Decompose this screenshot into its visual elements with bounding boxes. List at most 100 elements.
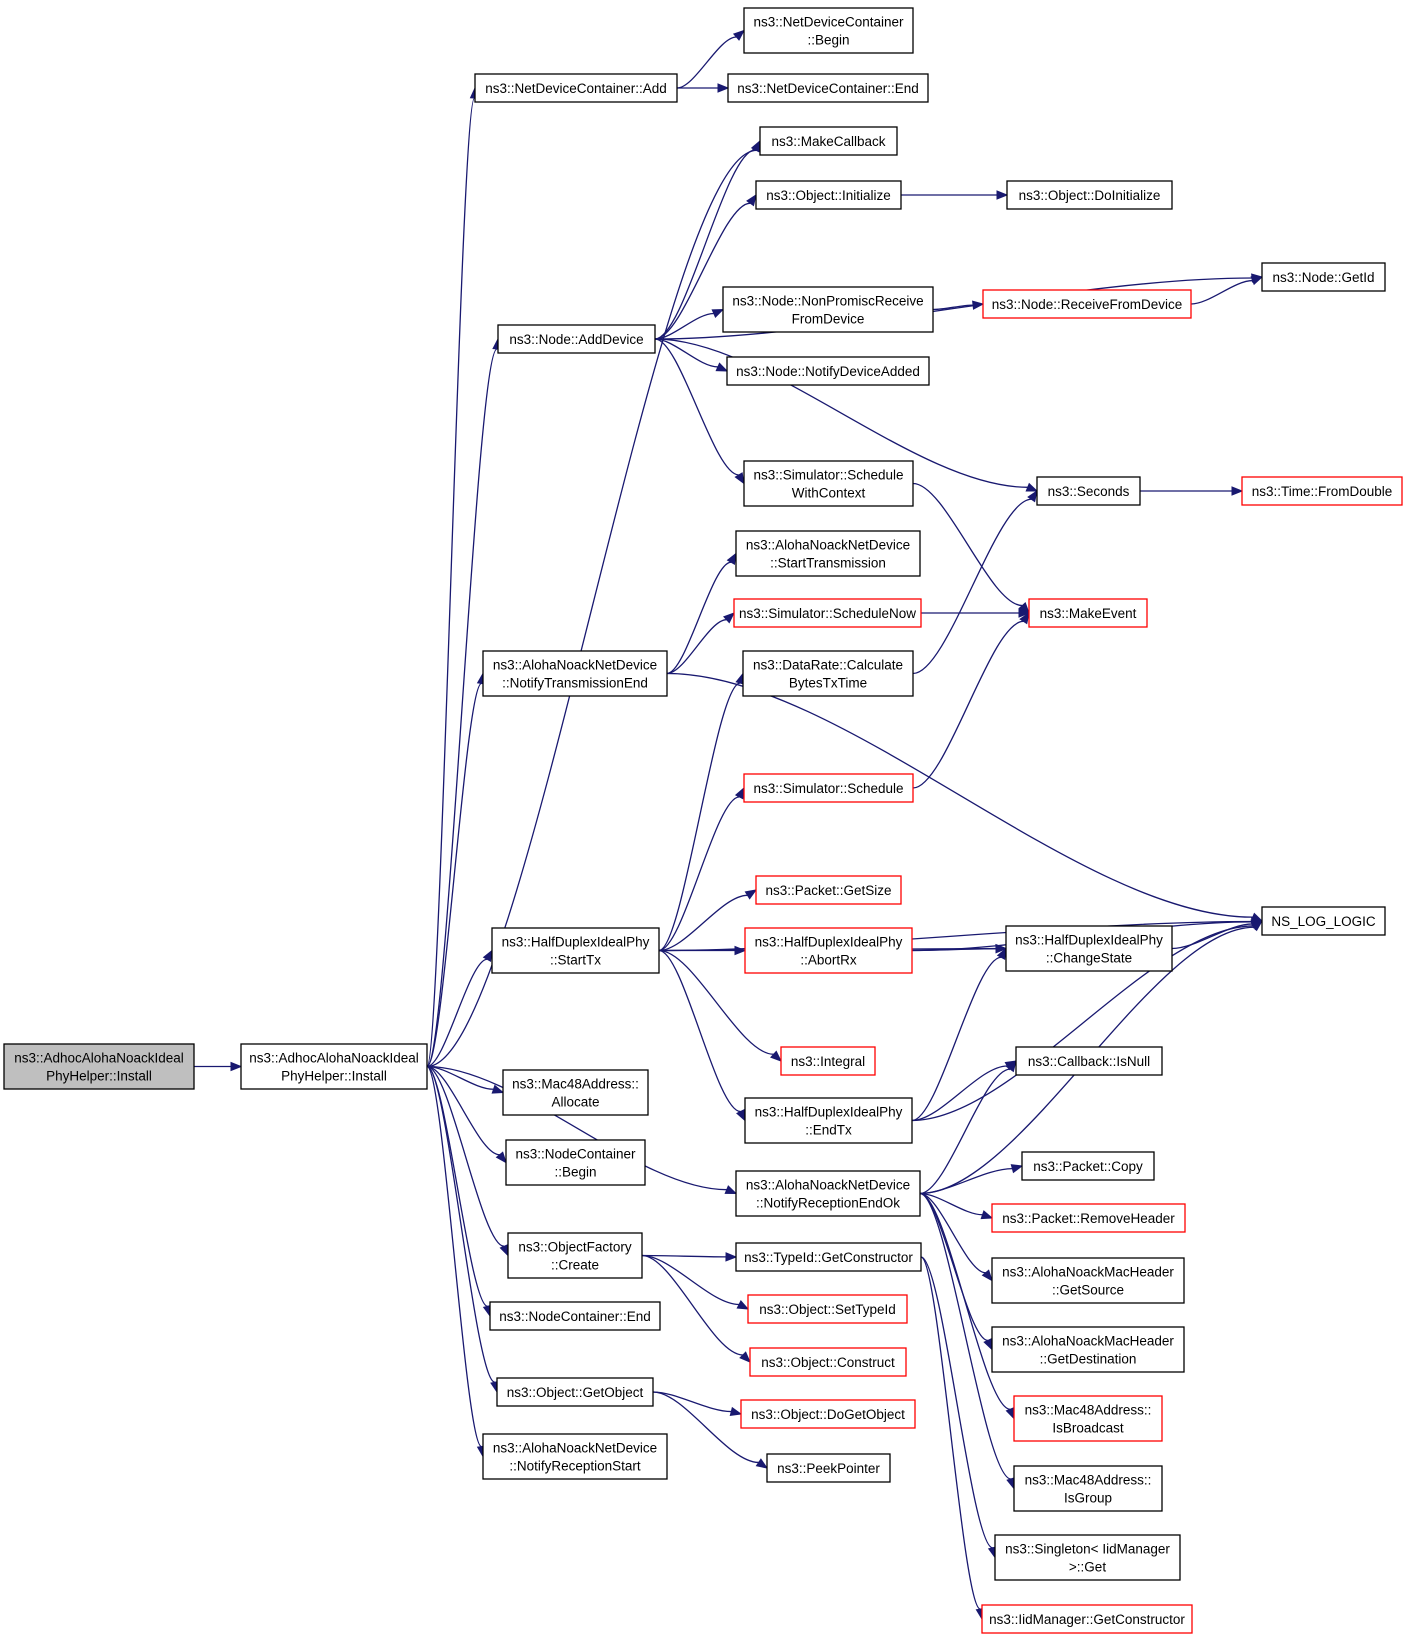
node-sim-schednow[interactable]: ns3::Simulator::ScheduleNow — [733, 598, 922, 628]
node-label: ns3::Simulator::ScheduleNow — [739, 606, 916, 621]
node-anmh-getdest[interactable]: ns3::AlohaNoackMacHeader::GetDestination — [991, 1326, 1185, 1373]
node-hdip-changestate[interactable]: ns3::HalfDuplexIdealPhy::ChangeState — [1005, 925, 1173, 972]
edge-seconds-to-time-fromdouble — [1139, 486, 1244, 496]
node-box — [1261, 906, 1386, 936]
node-box — [496, 1377, 654, 1407]
node-box — [1028, 598, 1148, 628]
node-of-create[interactable]: ns3::ObjectFactory::Create — [507, 1232, 643, 1279]
node-box — [982, 289, 1192, 319]
node-hdip-abortrx[interactable]: ns3::HalfDuplexIdealPhy::AbortRx — [744, 927, 913, 974]
node-nc-begin[interactable]: ns3::NodeContainer::Begin — [505, 1139, 646, 1186]
node-label: ::ChangeState — [1046, 951, 1132, 966]
node-label: ns3::AlohaNoackMacHeader — [1002, 1265, 1174, 1280]
node-obj-settypeid[interactable]: ns3::Object::SetTypeId — [747, 1294, 908, 1324]
node-node-notifyadded[interactable]: ns3::Node::NotifyDeviceAdded — [726, 356, 930, 386]
edge-node-adddevice-to-node-notifyadded — [654, 338, 729, 372]
node-packet-copy[interactable]: ns3::Packet::Copy — [1021, 1151, 1155, 1181]
node-label: ns3::Singleton< IidManager — [1005, 1542, 1170, 1557]
node-nc-end[interactable]: ns3::NodeContainer::End — [489, 1301, 661, 1331]
node-label: ns3::HalfDuplexIdealPhy — [755, 935, 903, 950]
node-anc-starttx[interactable]: ns3::AlohaNoackNetDevice::StartTransmiss… — [735, 530, 921, 577]
node-install[interactable]: ns3::AdhocAlohaNoackIdealPhyHelper::Inst… — [240, 1043, 428, 1090]
node-box — [755, 180, 902, 210]
node-anc-notifytxend[interactable]: ns3::AlohaNoackNetDevice::NotifyTransmis… — [482, 650, 668, 697]
node-obj-doinit[interactable]: ns3::Object::DoInitialize — [1006, 180, 1173, 210]
node-mac48-isbcast[interactable]: ns3::Mac48Address::IsBroadcast — [1013, 1395, 1163, 1442]
node-box — [755, 875, 902, 905]
edge-of-create-to-obj-construct — [641, 1254, 751, 1363]
node-label: ns3::Object::DoInitialize — [1019, 188, 1161, 203]
edge-hdip-endtx-to-hdip-changestate — [911, 947, 1007, 1122]
node-anc-notifyrxok[interactable]: ns3::AlohaNoackNetDevice::NotifyReceptio… — [735, 1170, 921, 1217]
node-packet-removeheader[interactable]: ns3::Packet::RemoveHeader — [991, 1203, 1186, 1233]
node-box — [747, 1294, 908, 1324]
node-obj-dogetobject[interactable]: ns3::Object::DoGetObject — [740, 1399, 916, 1429]
node-packet-getsize[interactable]: ns3::Packet::GetSize — [755, 875, 902, 905]
edge-anc-notifyrxok-to-anmh-getsource — [919, 1192, 993, 1282]
node-sim-schedule[interactable]: ns3::Simulator::Schedule — [743, 773, 914, 803]
node-cb-isnull[interactable]: ns3::Callback::IsNull — [1015, 1046, 1163, 1076]
node-ndc-add[interactable]: ns3::NetDeviceContainer::Add — [474, 73, 678, 103]
node-makecallback[interactable]: ns3::MakeCallback — [759, 126, 898, 156]
node-anc-notifyrxstart[interactable]: ns3::AlohaNoackNetDevice::NotifyReceptio… — [482, 1433, 668, 1480]
node-label: ns3::Object::DoGetObject — [751, 1407, 905, 1422]
node-label: ns3::Simulator::Schedule — [753, 781, 903, 796]
node-label: ns3::MakeEvent — [1040, 606, 1137, 621]
node-node-recvfrom[interactable]: ns3::Node::ReceiveFromDevice — [982, 289, 1192, 319]
node-box — [744, 927, 913, 974]
node-time-fromdouble[interactable]: ns3::Time::FromDouble — [1241, 476, 1403, 506]
node-label: ::AbortRx — [800, 953, 857, 968]
node-ns-log-logic[interactable]: NS_LOG_LOGIC — [1261, 906, 1386, 936]
node-box — [735, 1242, 922, 1272]
node-label: ns3::Mac48Address:: — [1025, 1473, 1152, 1488]
node-box — [482, 650, 668, 697]
node-label: ns3::Node::ReceiveFromDevice — [992, 297, 1183, 312]
edge-node-adddevice-to-sim-schedctx — [654, 338, 745, 485]
node-integral[interactable]: ns3::Integral — [780, 1046, 876, 1076]
node-iidmgr-getctor[interactable]: ns3::IidManager::GetConstructor — [981, 1604, 1193, 1634]
node-label: ::EndTx — [805, 1123, 852, 1138]
node-ndc-begin[interactable]: ns3::NetDeviceContainer::Begin — [743, 7, 914, 54]
node-label: NS_LOG_LOGIC — [1271, 914, 1376, 929]
node-label: ::GetSource — [1052, 1283, 1124, 1298]
node-seconds[interactable]: ns3::Seconds — [1036, 476, 1141, 506]
node-label: ::Begin — [554, 1165, 596, 1180]
edge-sim-schednow-to-makeevent — [921, 608, 1031, 618]
edge-anc-notifyrxok-to-cb-isnull — [919, 1059, 1017, 1195]
node-box — [743, 460, 914, 507]
node-label: ::NotifyReceptionStart — [509, 1459, 641, 1474]
node-box — [502, 1069, 649, 1116]
node-hdip-starttx[interactable]: ns3::HalfDuplexIdealPhy::StartTx — [491, 927, 660, 974]
edge-node-adddevice-to-node-nonpromisc — [654, 308, 725, 340]
node-hdip-endtx[interactable]: ns3::HalfDuplexIdealPhy::EndTx — [744, 1097, 913, 1144]
node-label: ns3::Object::Initialize — [766, 188, 891, 203]
node-node-getid[interactable]: ns3::Node::GetId — [1261, 262, 1386, 292]
node-label: IsBroadcast — [1052, 1421, 1124, 1436]
node-label: ns3::Seconds — [1048, 484, 1130, 499]
node-node-adddevice[interactable]: ns3::Node::AddDevice — [497, 324, 656, 354]
node-makeevent[interactable]: ns3::MakeEvent — [1028, 598, 1148, 628]
node-mac48-isgroup[interactable]: ns3::Mac48Address::IsGroup — [1013, 1465, 1163, 1512]
edge-install-to-anc-notifytxend — [426, 672, 487, 1068]
node-mac48-alloc[interactable]: ns3::Mac48Address::Allocate — [502, 1069, 649, 1116]
node-obj-getobject[interactable]: ns3::Object::GetObject — [496, 1377, 654, 1407]
edge-hdip-starttx-to-hdip-endtx — [658, 949, 746, 1122]
node-label: ns3::Packet::RemoveHeader — [1002, 1211, 1175, 1226]
node-label: ns3::Object::SetTypeId — [759, 1302, 896, 1317]
node-peekpointer[interactable]: ns3::PeekPointer — [766, 1453, 891, 1483]
node-obj-init[interactable]: ns3::Object::Initialize — [755, 180, 902, 210]
node-box — [991, 1203, 1186, 1233]
node-anmh-getsource[interactable]: ns3::AlohaNoackMacHeader::GetSource — [991, 1257, 1185, 1304]
node-box — [240, 1043, 428, 1090]
node-box — [744, 1097, 913, 1144]
node-box — [489, 1301, 661, 1331]
node-ndc-end[interactable]: ns3::NetDeviceContainer::End — [727, 73, 929, 103]
node-root[interactable]: ns3::AdhocAlohaNoackIdealPhyHelper::Inst… — [3, 1043, 195, 1090]
node-singleton-get[interactable]: ns3::Singleton< IidManager>::Get — [994, 1534, 1181, 1581]
node-typeid-getctor[interactable]: ns3::TypeId::GetConstructor — [735, 1242, 922, 1272]
node-obj-construct[interactable]: ns3::Object::Construct — [749, 1347, 907, 1377]
